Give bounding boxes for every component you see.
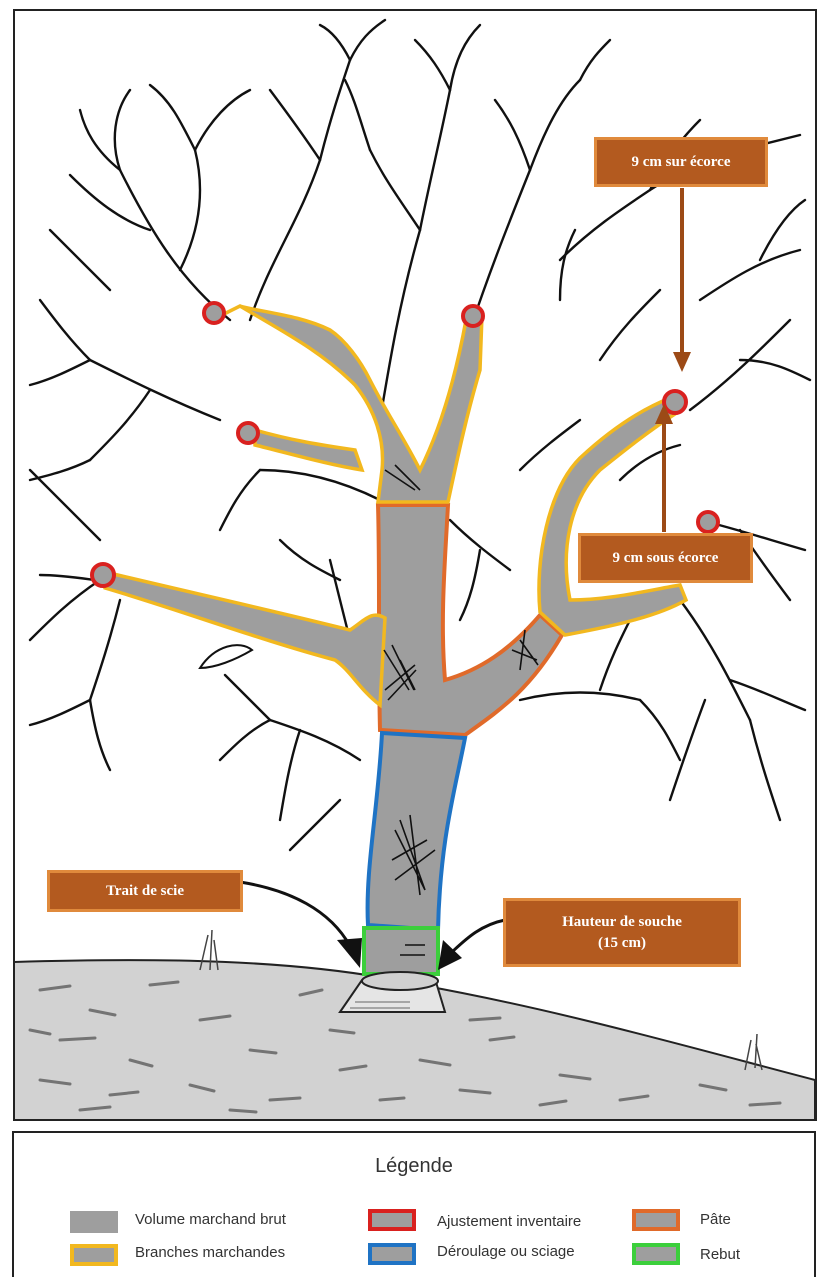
adjustment-marker — [463, 306, 483, 326]
legend-swatch-pate — [632, 1209, 680, 1231]
adjustment-marker — [204, 303, 224, 323]
adjustment-marker — [238, 423, 258, 443]
deroulage-section — [368, 733, 465, 930]
legend-swatch-ajustement — [368, 1209, 416, 1231]
legend-label-rebut: Rebut — [700, 1246, 740, 1263]
callout-label: Hauteur de souche — [562, 912, 682, 932]
branch-lower-left — [105, 572, 385, 705]
callout-label: Trait de scie — [106, 881, 184, 901]
legend-label-branches: Branches marchandes — [135, 1244, 285, 1261]
callout-hauteur-de-souche: Hauteur de souche (15 cm) — [503, 898, 741, 967]
callout-trait-de-scie: Trait de scie — [47, 870, 243, 912]
legend-swatch-branches — [70, 1244, 118, 1266]
callout-9cm-sur-ecorce: 9 cm sur écorce — [594, 137, 768, 187]
callout-label: 9 cm sous écorce — [613, 548, 719, 568]
legend-swatch-volume — [70, 1211, 118, 1233]
adjustment-marker — [664, 391, 686, 413]
callout-9cm-sous-ecorce: 9 cm sous écorce — [578, 533, 753, 583]
adjustment-marker — [698, 512, 718, 532]
legend-swatch-rebut — [632, 1243, 680, 1265]
adjustment-marker — [92, 564, 114, 586]
callout-label-height: (15 cm) — [598, 933, 646, 953]
cut-branch-stub — [200, 645, 252, 668]
callout-label: 9 cm sur écorce — [632, 152, 731, 172]
legend-label-pate: Pâte — [700, 1211, 731, 1228]
legend-label-volume: Volume marchand brut — [135, 1211, 286, 1228]
rebut-section — [364, 928, 438, 974]
legend-label-deroulage: Déroulage ou sciage — [437, 1243, 575, 1260]
branch-mid-left — [255, 430, 362, 470]
legend-swatch-deroulage — [368, 1243, 416, 1265]
legend-label-ajustement: Ajustement inventaire — [437, 1213, 581, 1230]
legend: Légende Volume marchand brut Branches ma… — [12, 1131, 816, 1277]
legend-title: Légende — [14, 1155, 814, 1178]
